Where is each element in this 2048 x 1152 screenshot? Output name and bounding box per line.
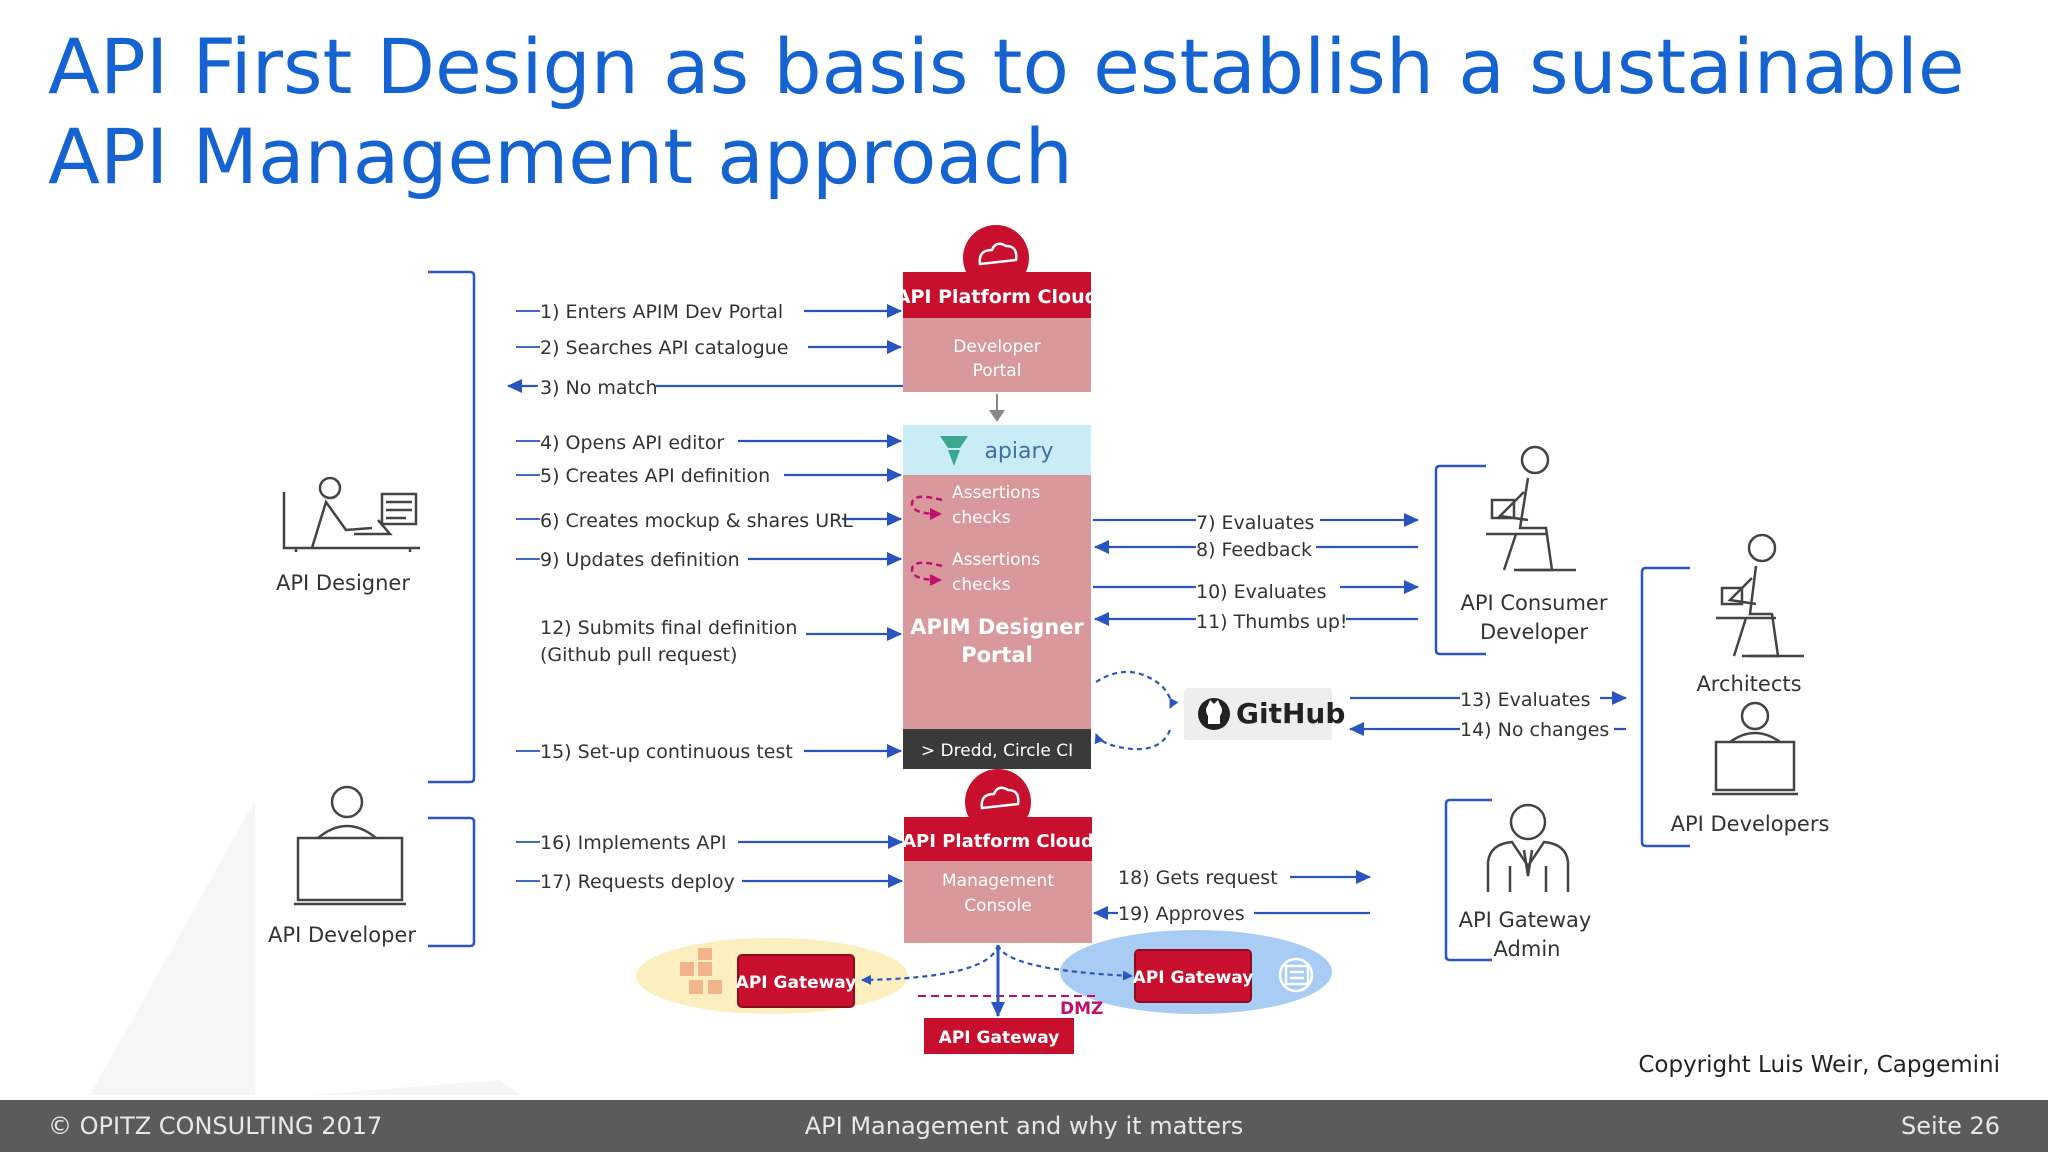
- step-12-label-a: 12) Submits final definition: [540, 617, 797, 639]
- step-6-label: 6) Creates mockup & shares URL: [540, 510, 853, 532]
- consumer-bracket: [1434, 464, 1486, 656]
- platform-header-top-label: API Platform Cloud: [896, 286, 1098, 308]
- platform-header-bottom: [904, 817, 1092, 861]
- designer-portal-line1: APIM Designer: [910, 615, 1084, 639]
- step-7-label: 7) Evaluates: [1196, 512, 1314, 534]
- management-console-box: [904, 861, 1092, 943]
- boxes-icon: [680, 948, 722, 994]
- server-icon: [1278, 957, 1314, 993]
- step-14-label: 14) No changes: [1460, 719, 1609, 741]
- label-admin-2: Admin: [1494, 937, 1561, 961]
- gateway-left-box: [737, 954, 855, 1008]
- step-1-label: 1) Enters APIM Dev Portal: [540, 301, 783, 323]
- gateway-right-label: API Gateway: [1133, 968, 1254, 988]
- gateway-left-label: API Gateway: [736, 973, 857, 993]
- step-16-label: 16) Implements API: [540, 832, 726, 854]
- mgmt-line1: Management: [942, 871, 1054, 891]
- ci-bar: [903, 729, 1091, 769]
- page-title: API First Design as basis to establish a…: [48, 22, 1965, 201]
- admin-bracket: [1444, 798, 1492, 962]
- dmz-label: DMZ: [1060, 999, 1103, 1019]
- label-admin-1: API Gateway: [1459, 908, 1592, 932]
- apiary-label: apiary: [984, 439, 1053, 464]
- label-api-designer: API Designer: [276, 571, 410, 595]
- apiary-box: [903, 425, 1091, 475]
- footer-bar: © OPITZ CONSULTING 2017 API Management a…: [0, 1100, 2048, 1152]
- gateway-admin-icon: [1486, 803, 1570, 892]
- assertion-loop-icon-2: [910, 561, 943, 586]
- step-8-label: 8) Feedback: [1196, 539, 1312, 561]
- dev-portal-arrow-head: [989, 410, 1005, 422]
- assertion-2-line1: Assertions: [952, 550, 1040, 570]
- step-12-label-b: (Github pull request): [540, 644, 737, 666]
- dev-portal-line2: Portal: [973, 361, 1022, 381]
- step-10-label: 10) Evaluates: [1196, 581, 1327, 603]
- gateway-bottom-label: API Gateway: [939, 1028, 1060, 1048]
- consumer-developer-icon: [1486, 445, 1576, 572]
- github-label: GitHub: [1236, 697, 1345, 730]
- api-developers-icon: [1712, 701, 1798, 796]
- step-18-label: 18) Gets request: [1118, 867, 1278, 889]
- designer-icon: [282, 476, 420, 552]
- assertion-1-line2: checks: [952, 508, 1011, 528]
- github-sync-loop-top: [1095, 670, 1179, 709]
- developer-icon: [294, 785, 406, 906]
- dev-portal-line1: Developer: [953, 337, 1040, 357]
- architects-icon: [1716, 533, 1804, 658]
- platform-header-bottom-label: API Platform Cloud: [902, 831, 1094, 852]
- designer-portal-line2: Portal: [961, 643, 1033, 667]
- gateway-bottom-box: [924, 1018, 1074, 1054]
- deploy-arrow-left: [861, 944, 1000, 985]
- step-9-label: 9) Updates definition: [540, 549, 740, 571]
- designer-bracket: [428, 270, 476, 784]
- developer-portal-box: [903, 318, 1091, 392]
- background-watermark: [90, 800, 520, 1095]
- step-15-label: 15) Set-up continuous test: [540, 741, 793, 763]
- gateway-right-box: [1134, 949, 1252, 1003]
- assertion-2-line2: checks: [952, 575, 1011, 595]
- step-19-label: 19) Approves: [1118, 903, 1245, 925]
- step-2-label: 2) Searches API catalogue: [540, 337, 788, 359]
- ci-bar-label: > Dredd, Circle CI: [921, 741, 1073, 761]
- footer-page-number: Seite 26: [1900, 1112, 2000, 1140]
- mgmt-line2: Console: [964, 896, 1032, 916]
- footer-center: API Management and why it matters: [804, 1112, 1244, 1140]
- platform-header-top: [903, 272, 1091, 318]
- step-13-label: 13) Evaluates: [1460, 689, 1591, 711]
- label-api-developer: API Developer: [268, 923, 416, 947]
- label-architects: Architects: [1696, 672, 1801, 696]
- left-lead-lines: [516, 310, 540, 882]
- step-11-label: 11) Thumbs up!: [1196, 611, 1348, 633]
- apiary-icon: [940, 436, 968, 466]
- github-sync-loop-bottom: [1094, 729, 1172, 751]
- developer-bracket: [428, 816, 476, 948]
- architects-bracket: [1640, 566, 1690, 848]
- assertion-1-line1: Assertions: [952, 483, 1040, 503]
- assertion-loop-icon-1: [910, 495, 943, 520]
- label-api-developers: API Developers: [1671, 812, 1830, 836]
- step-17-label: 17) Requests deploy: [540, 871, 735, 893]
- footer-left: © OPITZ CONSULTING 2017: [48, 1112, 383, 1140]
- github-icon-cat: [1206, 700, 1222, 724]
- step-3-label: 3) No match: [540, 377, 658, 399]
- step-5-label: 5) Creates API definition: [540, 465, 770, 487]
- label-consumer-2: Developer: [1480, 620, 1588, 644]
- copyright-note: Copyright Luis Weir, Capgemini: [1638, 1052, 2000, 1078]
- label-consumer-1: API Consumer: [1461, 591, 1608, 615]
- step-4-label: 4) Opens API editor: [540, 432, 724, 454]
